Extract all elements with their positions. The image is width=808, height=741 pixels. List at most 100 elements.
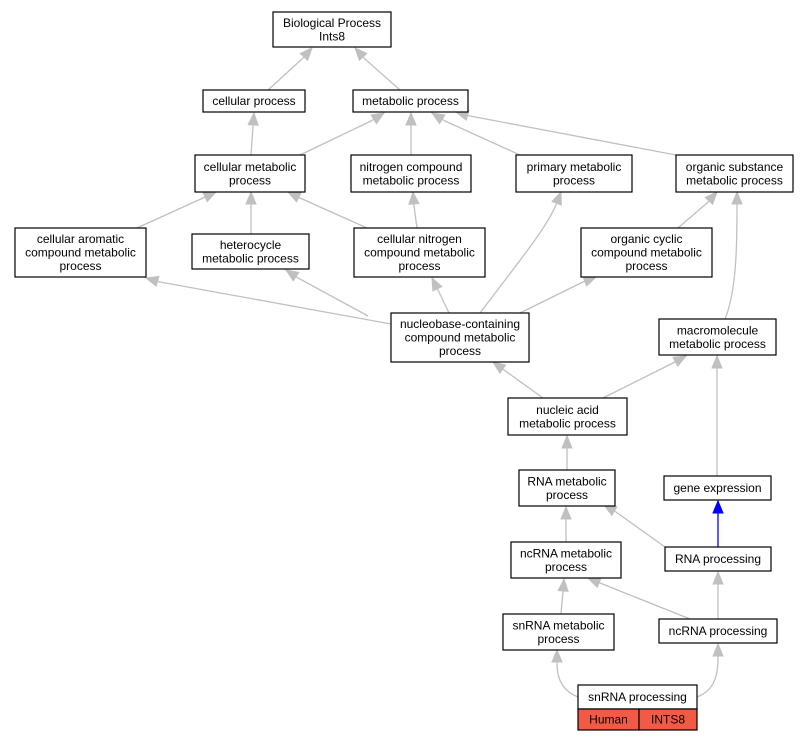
edge-arrow	[479, 190, 562, 314]
node-label: process	[439, 344, 481, 358]
node-label: process	[625, 259, 667, 273]
go-term-node-ge[interactable]: gene expression	[663, 475, 772, 501]
edge-arrow	[557, 577, 569, 615]
edge-line	[299, 112, 385, 156]
node-label: process	[553, 173, 595, 187]
edge-arrow	[286, 191, 368, 229]
edge-arrow	[430, 112, 521, 156]
arrowhead-icon	[712, 570, 724, 585]
arrowhead-icon	[431, 276, 443, 292]
arrowhead-icon	[491, 361, 507, 375]
edge-line	[145, 277, 392, 325]
arrowhead-icon	[299, 47, 313, 62]
node-label: process	[537, 632, 579, 646]
edge-line	[287, 191, 368, 229]
edge-line	[519, 276, 597, 314]
edge-line	[724, 192, 738, 320]
node-box	[663, 475, 772, 501]
annotation-cell-text: Human	[589, 713, 628, 727]
node-box	[14, 227, 147, 278]
arrowhead-icon	[582, 276, 598, 287]
go-term-node-mp[interactable]: metabolic process	[352, 89, 469, 113]
edge-arrow	[677, 191, 718, 229]
arrowhead-icon	[247, 111, 259, 126]
edge-arrow	[696, 642, 724, 698]
node-label: metabolic process	[686, 173, 783, 187]
arrowhead-icon	[561, 434, 573, 449]
annotation-cell-text: INTS8	[651, 713, 685, 727]
edge-arrow	[299, 112, 386, 156]
edge-arrow	[602, 355, 688, 399]
node-label: metabolic process	[363, 173, 460, 187]
edge-arrow	[551, 648, 579, 698]
go-term-node-cp[interactable]: cellular process	[202, 89, 306, 113]
node-label: cellular aromatic	[37, 232, 124, 246]
edge-line	[431, 112, 521, 156]
edge-arrow	[560, 505, 572, 542]
arrowhead-icon	[712, 642, 724, 657]
arrowhead-icon	[711, 354, 723, 369]
node-label: nitrogen compound	[360, 160, 463, 174]
node-label: RNA metabolic	[527, 474, 606, 488]
go-term-node-rnap[interactable]: RNA processing	[664, 546, 772, 572]
node-label: primary metabolic	[527, 160, 622, 174]
edge-arrow	[561, 434, 573, 470]
node-label: ncRNA processing	[669, 624, 768, 638]
arrowhead-icon	[144, 275, 160, 287]
edge-arrow	[284, 269, 369, 317]
edge-arrow	[454, 109, 677, 156]
node-label: snRNA metabolic	[512, 618, 604, 632]
node-label: process	[59, 259, 101, 273]
node-label: Ints8	[319, 29, 345, 43]
node-box	[664, 546, 772, 572]
node-label: heterocycle	[220, 238, 282, 252]
node-label: cellular nitrogen	[377, 232, 462, 246]
highlighted-edge-arrow	[712, 499, 724, 547]
edge-arrow	[724, 190, 743, 320]
arrowhead-icon	[354, 47, 368, 62]
edge-line	[479, 191, 562, 314]
node-label: process	[229, 173, 271, 187]
go-term-node-snrnap[interactable]: snRNA processing	[577, 684, 698, 710]
node-label: RNA processing	[675, 552, 761, 566]
node-box	[350, 154, 472, 193]
arrowhead-icon	[245, 190, 257, 205]
node-label: nucleic acid	[536, 403, 599, 417]
edge-arrow	[602, 504, 666, 548]
arrowhead-icon	[712, 499, 724, 514]
edge-arrow	[245, 190, 257, 234]
node-label: compound metabolic	[364, 246, 475, 260]
node-box	[194, 154, 306, 193]
node-box	[510, 541, 622, 579]
node-box	[202, 89, 306, 113]
arrowhead-icon	[672, 355, 688, 367]
node-label: metabolic process	[519, 416, 616, 430]
node-box	[675, 154, 794, 193]
edge-arrow	[431, 276, 450, 314]
node-label: compound metabolic	[25, 246, 136, 260]
node-label: compound metabolic	[591, 246, 702, 260]
node-box	[272, 11, 392, 48]
arrowhead-icon	[430, 112, 446, 125]
edge-arrow	[144, 275, 392, 325]
edge-arrow	[712, 570, 724, 619]
annotation-cell-species: Human	[577, 708, 640, 731]
edge-line	[602, 355, 687, 399]
arrowhead-icon	[551, 190, 562, 206]
go-term-node-ncrnap[interactable]: ncRNA processing	[658, 618, 778, 644]
